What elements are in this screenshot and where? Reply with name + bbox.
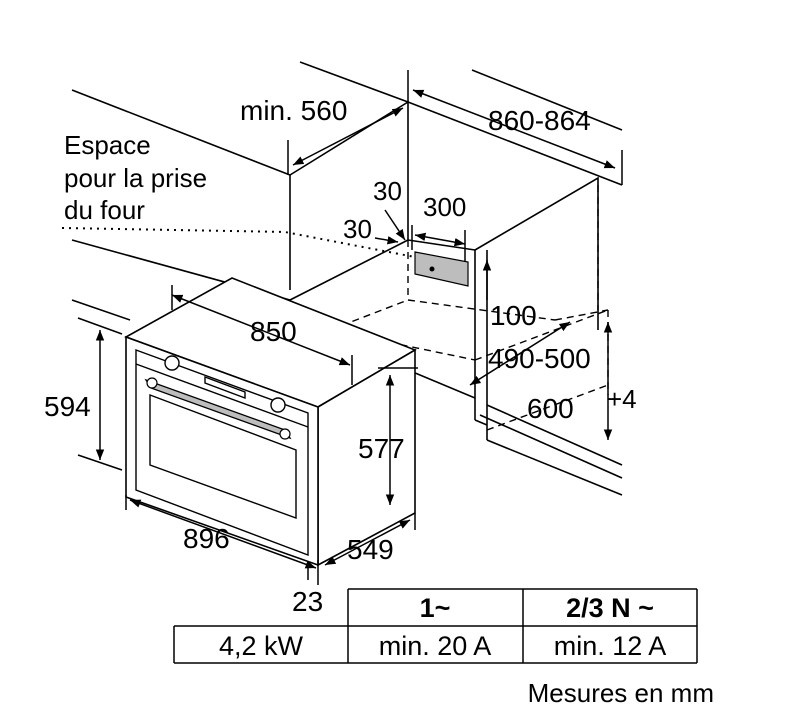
niche-depth-label: 490-500 <box>488 343 591 374</box>
niche-height-label: 600 <box>527 393 574 424</box>
electrical-table-text: 1~ 2/3 N ~ 4,2 kW min. 20 A min. 12 A <box>219 593 666 661</box>
socket-width-label: 300 <box>423 192 466 222</box>
socket-box <box>414 251 469 287</box>
oven-body-height-label: 577 <box>358 433 405 464</box>
niche-width-label: 860-864 <box>488 105 591 136</box>
gap-top-30a-label: 30 <box>373 176 402 206</box>
table-cell-three-phase-fuse: min. 12 A <box>554 631 667 661</box>
units-note: Mesures en mm <box>528 678 714 708</box>
dimension-lines <box>77 70 623 585</box>
dimension-labels: Espace pour la prise du four min. 560 86… <box>44 95 637 617</box>
table-header-three-phase: 2/3 N ~ <box>566 593 654 623</box>
front-thickness-label: 23 <box>292 586 323 617</box>
table-cell-power: 4,2 kW <box>219 631 304 661</box>
oven-depth-label: 549 <box>347 534 394 565</box>
niche-depth-min-label: min. 560 <box>240 95 347 126</box>
oven-top-width-label: 850 <box>250 316 297 347</box>
electrical-table <box>173 588 698 664</box>
space-note-line3: du four <box>64 195 145 225</box>
oven-height-label: 594 <box>44 391 91 422</box>
table-cell-single-phase-fuse: min. 20 A <box>379 631 492 661</box>
socket-height-label: 100 <box>490 300 537 331</box>
table-header-single-phase: 1~ <box>420 593 451 623</box>
gap-top-30b-label: 30 <box>343 214 372 244</box>
niche-height-tolerance-label: +4 <box>607 384 637 414</box>
space-note-line2: pour la prise <box>64 163 207 193</box>
space-note-line1: Espace <box>64 130 151 160</box>
oven-front-width-label: 896 <box>183 523 230 554</box>
oven-handle-icon <box>144 377 292 440</box>
